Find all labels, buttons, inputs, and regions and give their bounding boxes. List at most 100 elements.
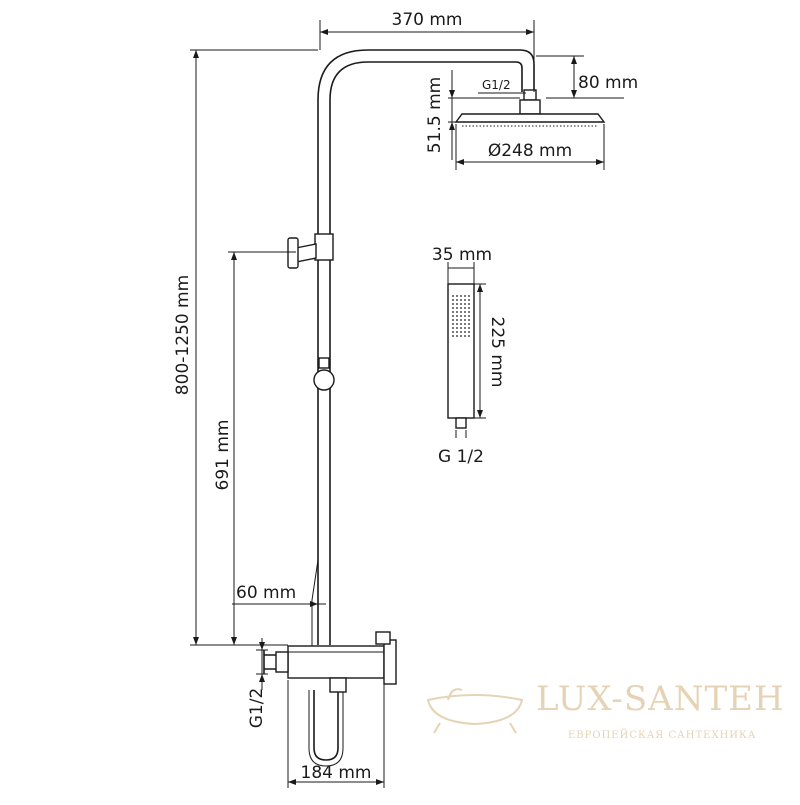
nozzle-dot	[468, 315, 470, 317]
shower-head-plate	[454, 113, 606, 123]
dim-head-diameter: Ø248 mm	[455, 124, 605, 170]
nozzle-dot	[456, 323, 458, 325]
nozzle-dot	[460, 303, 462, 305]
nozzle-dot	[468, 307, 470, 309]
nozzle-dot	[452, 299, 454, 301]
nozzle-dot	[460, 319, 462, 321]
nozzle-dot	[468, 319, 470, 321]
watermark-brand: LUX-SANTEH	[536, 679, 785, 719]
nozzle-dot	[452, 315, 454, 317]
holder-slider	[314, 233, 334, 261]
mixer-outlet	[329, 677, 347, 693]
mixer-left-cap	[275, 651, 289, 673]
nozzle-dot	[460, 331, 462, 333]
hand-shower-thread-label: G 1/2	[438, 447, 484, 467]
nozzle-dot	[464, 323, 466, 325]
mixer-inlet	[263, 650, 276, 674]
pipe-clamp	[313, 357, 335, 391]
nozzle-dot	[468, 299, 470, 301]
nozzle-dot	[468, 331, 470, 333]
bathtub-icon	[426, 688, 524, 734]
nozzle-dot	[452, 295, 454, 297]
nozzle-dot	[468, 323, 470, 325]
nozzle-dot	[460, 307, 462, 309]
dim-inlet-thread: G1/2	[247, 638, 268, 728]
hose-upper	[311, 559, 319, 660]
nozzle-dot	[452, 327, 454, 329]
nozzle-dot	[452, 323, 454, 325]
watermark: LUX-SANTEH ЕВРОПЕЙСКАЯ САНТЕХНИКА	[426, 679, 785, 741]
nozzle-dot	[468, 335, 470, 337]
dim-mixer-offset: 60 mm	[232, 583, 326, 645]
nozzle-dot	[456, 295, 458, 297]
dim-hand-shower-width: 35 mm	[432, 245, 492, 284]
nozzle-dot	[468, 311, 470, 313]
hand-shower-width-label: 35 mm	[432, 245, 492, 265]
nozzle-dot	[452, 311, 454, 313]
hand-shower-length-label: 225 mm	[487, 317, 507, 388]
nozzle-dot	[460, 311, 462, 313]
nozzle-dot	[456, 315, 458, 317]
dim-mixer-width: 184 mm	[287, 680, 385, 788]
dim-holder-height: 691 mm	[213, 251, 296, 645]
head-thread-label: G1/2	[482, 78, 511, 92]
nozzle-dot	[460, 323, 462, 325]
nozzle-dot	[464, 315, 466, 317]
dim-total-height: 800-1250 mm	[173, 49, 318, 646]
nozzle-dot	[456, 331, 458, 333]
mixer-top-knob	[375, 631, 391, 645]
head-diameter-label: Ø248 mm	[488, 141, 572, 161]
hand-shower-connector	[455, 417, 467, 429]
nozzle-dot	[464, 311, 466, 313]
nozzle-dot	[464, 327, 466, 329]
arm-length-label: 370 mm	[392, 10, 463, 30]
riser-pipe	[317, 49, 535, 645]
nozzle-dot	[468, 303, 470, 305]
mixer-body	[287, 645, 385, 679]
dim-arm-drop: 80 mm	[536, 55, 638, 99]
total-height-label: 800-1250 mm	[173, 275, 193, 395]
inlet-thread-label: G1/2	[247, 688, 267, 729]
hand-shower-nozzles	[452, 295, 470, 337]
hand-shower-holder	[287, 233, 334, 269]
arm-drop-label: 80 mm	[578, 73, 638, 93]
nozzle-dot	[460, 327, 462, 329]
mixer-width-label: 184 mm	[301, 763, 372, 783]
nozzle-dot	[452, 303, 454, 305]
shower-head-joint	[519, 99, 541, 115]
mixer-right-handle	[383, 639, 397, 685]
dim-head-height: 51.5 mm	[425, 70, 520, 160]
head-height-label: 51.5 mm	[425, 77, 445, 153]
nozzle-dot	[464, 335, 466, 337]
holder-knob	[287, 237, 299, 269]
hose-loop	[308, 690, 344, 767]
nozzle-dot	[464, 303, 466, 305]
nozzle-dot	[464, 299, 466, 301]
nozzle-dot	[460, 299, 462, 301]
mixer-offset-label: 60 mm	[236, 583, 296, 603]
nozzle-dot	[456, 335, 458, 337]
nozzle-dot	[464, 319, 466, 321]
clamp-knob	[313, 369, 335, 391]
clamp-ring	[318, 357, 330, 369]
dim-arm-length: 370 mm	[319, 10, 535, 92]
nozzle-dot	[456, 303, 458, 305]
nozzle-dot	[456, 311, 458, 313]
nozzle-dot	[468, 295, 470, 297]
nozzle-dot	[452, 335, 454, 337]
nozzle-dot	[464, 307, 466, 309]
nozzle-dot	[460, 295, 462, 297]
nozzle-dot	[456, 319, 458, 321]
hand-shower	[447, 283, 475, 429]
nozzle-dot	[460, 315, 462, 317]
nozzle-dot	[460, 335, 462, 337]
holder-height-label: 691 mm	[213, 420, 233, 491]
nozzle-dot	[452, 331, 454, 333]
nozzle-dot	[456, 327, 458, 329]
nozzle-dot	[456, 307, 458, 309]
nozzle-dot	[464, 295, 466, 297]
holder-arm	[295, 243, 317, 263]
nozzle-dot	[452, 307, 454, 309]
